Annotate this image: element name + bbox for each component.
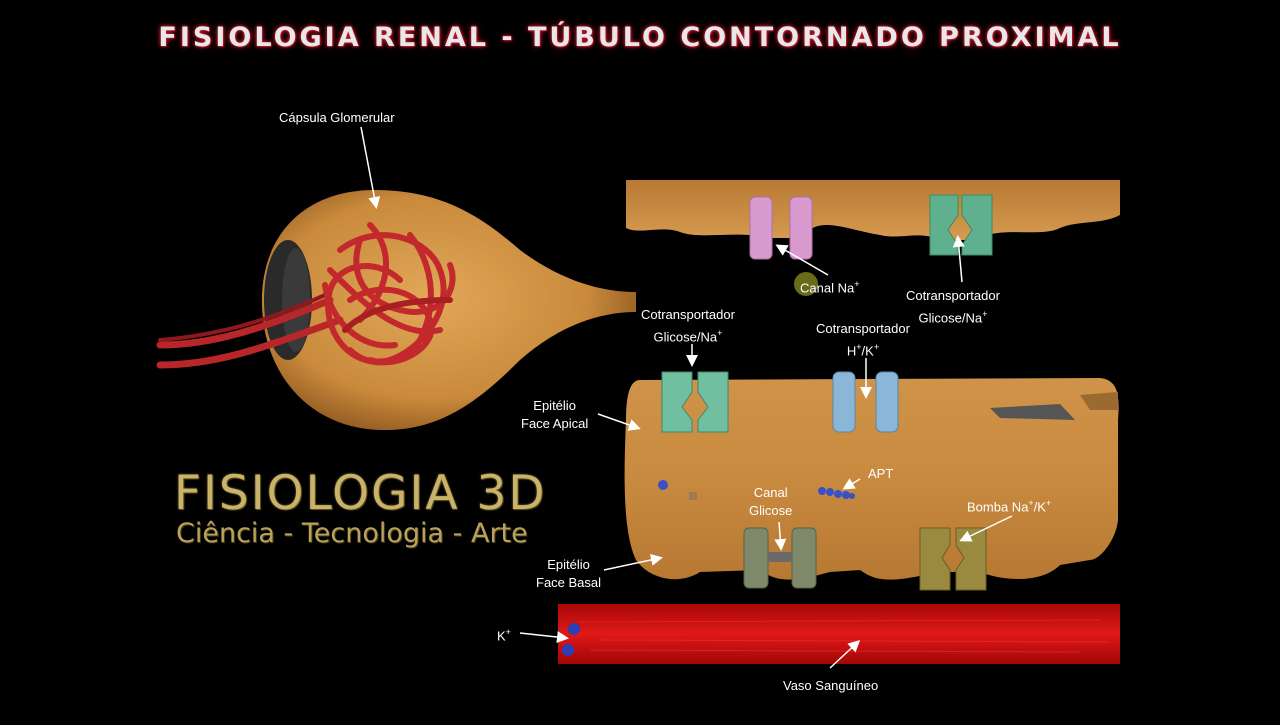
superscript: + (717, 328, 723, 338)
label-canal-na: Canal Na+ (800, 275, 859, 297)
label-text: Cápsula Glomerular (279, 110, 395, 125)
label-text: /K (861, 343, 874, 359)
brand-name: FISIOLOGIA 3D (174, 466, 547, 521)
glomerular-capsule (261, 190, 636, 431)
superscript: + (856, 342, 862, 352)
glucose-na-cotransporter-apical (661, 371, 729, 433)
label-arrows (360, 126, 1013, 669)
h-k-cotransporter (832, 371, 899, 433)
label-text: Canal Na (800, 280, 855, 296)
superscript: + (982, 309, 988, 319)
na-k-pump (919, 527, 987, 591)
label-text: Face Basal (536, 575, 602, 590)
superscript: + (854, 279, 860, 289)
label-apt: APT (868, 465, 893, 483)
cursor-highlight (794, 272, 818, 296)
label-text: /K (1033, 499, 1046, 515)
label-canal-glicose: Canal Glicose (749, 484, 792, 520)
label-cotransportador-hk: Cotransportador H+/K+ (816, 320, 910, 360)
label-epitelio-apical: Epitélio Face Apical (521, 397, 588, 433)
superscript: + (505, 627, 511, 637)
label-text: Glicose/Na (653, 329, 718, 345)
blood-vessel (558, 604, 1120, 664)
label-bomba-na-k: Bomba Na+/K+ (967, 494, 1051, 516)
upper-epithelium (626, 180, 1120, 240)
label-text: Glicose/Na (918, 310, 983, 326)
afferent-arterioles (156, 293, 344, 369)
label-text: APT (868, 466, 894, 481)
glomerulus (322, 222, 456, 366)
label-text: K (497, 628, 506, 644)
atp-molecules (658, 480, 855, 500)
label-epitelio-basal: Epitélio Face Basal (536, 556, 601, 592)
label-cotransportador-glicose-top: Cotransportador Glicose/Na+ (906, 287, 1000, 327)
label-text: Cotransportador (816, 321, 910, 336)
label-text: Cotransportador (641, 307, 735, 322)
glucose-channel-basal (743, 527, 817, 589)
label-text: Canal (753, 485, 788, 500)
label-text: Epitélio (533, 398, 576, 413)
label-text: Bomba Na (967, 499, 1029, 515)
superscript: + (1028, 498, 1034, 508)
superscript: + (1045, 498, 1052, 508)
glucose-na-cotransporter-top (929, 194, 993, 256)
label-text: Face Apical (521, 416, 589, 431)
label-text: Glicose (749, 503, 793, 518)
brand-tagline: Ciência - Tecnologia - Arte (176, 518, 528, 549)
label-cotransportador-glicose-apical: Cotransportador Glicose/Na+ (641, 306, 735, 346)
label-vaso-sanguineo: Vaso Sanguíneo (783, 677, 878, 695)
page-title: FISIOLOGIA RENAL - TÚBULO CONTORNADO PRO… (158, 22, 1122, 53)
label-text: Vaso Sanguíneo (783, 678, 879, 693)
label-text: H (846, 343, 857, 359)
label-capsula-glomerular: Cápsula Glomerular (279, 109, 395, 127)
sodium-channel-top (749, 196, 813, 260)
superscript: + (873, 342, 880, 352)
label-text: Epitélio (547, 557, 590, 572)
label-k-ion: K+ (497, 623, 511, 645)
label-text: Cotransportador (906, 288, 1000, 303)
